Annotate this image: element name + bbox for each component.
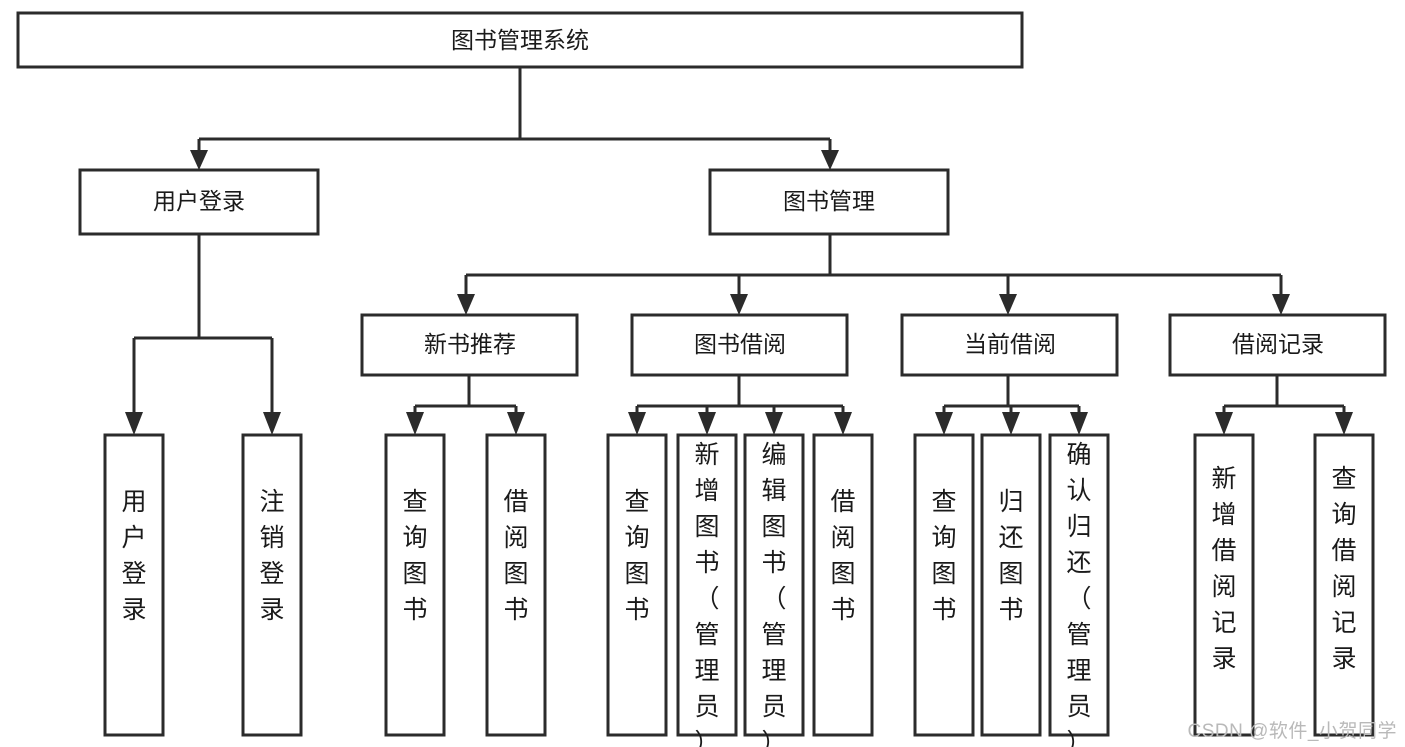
arrow-head-leaf-return-book <box>1002 412 1020 435</box>
node-leaf-query-book-1-label: 查询图书 <box>402 488 427 624</box>
node-leaf-edit-book[interactable]: 编辑图书（管理员） <box>743 433 805 747</box>
node-leaf-logout[interactable]: 注销登录 <box>241 433 303 737</box>
arrow-head-leaf-logout <box>263 412 281 435</box>
node-new-book-recommend[interactable]: 新书推荐 <box>360 313 579 377</box>
arrow-head-leaf-user-login <box>125 412 143 435</box>
node-leaf-borrow-book-2-label: 借阅图书 <box>830 488 855 624</box>
node-leaf-edit-book-box[interactable] <box>743 433 805 737</box>
node-user-login-box[interactable] <box>78 168 320 236</box>
node-borrow-record-box[interactable] <box>1168 313 1387 377</box>
node-new-book-recommend-box[interactable] <box>360 313 579 377</box>
node-leaf-confirm-return-box[interactable] <box>1048 433 1110 737</box>
node-book-management[interactable]: 图书管理 <box>708 168 950 236</box>
node-leaf-query-book-2-label: 查询图书 <box>624 488 649 624</box>
node-book-borrow-label: 图书借阅 <box>694 331 786 357</box>
node-leaf-return-book-box[interactable] <box>980 433 1042 737</box>
node-leaf-borrow-book-1-box[interactable] <box>485 433 547 737</box>
arrow-head-leaf-borrow-book-1 <box>507 412 525 435</box>
node-leaf-edit-book-label: 编辑图书（管理员） <box>761 441 786 747</box>
node-leaf-add-book-label: 新增图书（管理员） <box>694 441 719 747</box>
node-root[interactable]: 图书管理系统 <box>16 11 1024 69</box>
node-user-login-label: 用户登录 <box>153 188 245 214</box>
node-leaf-query-record-label: 查询借阅记录 <box>1331 465 1356 673</box>
csdn-watermark: CSDN @软件_小贺同学 <box>1187 721 1397 742</box>
arrow-head-book-borrow <box>730 294 748 315</box>
node-leaf-query-record[interactable]: 查询借阅记录 <box>1313 433 1375 737</box>
node-leaf-query-book-2[interactable]: 查询图书 <box>606 433 668 737</box>
arrow-head-book-management <box>821 150 839 170</box>
node-current-borrow-label: 当前借阅 <box>964 331 1056 357</box>
arrow-head-leaf-add-record <box>1215 412 1233 435</box>
node-leaf-return-book[interactable]: 归还图书 <box>980 433 1042 737</box>
node-leaf-confirm-return[interactable]: 确认归还（管理员） <box>1048 433 1110 747</box>
node-leaf-return-book-label: 归还图书 <box>998 488 1023 624</box>
arrow-head-leaf-query-book-3 <box>935 412 953 435</box>
node-book-management-label: 图书管理 <box>783 188 875 214</box>
node-leaf-add-book-box[interactable] <box>676 433 738 737</box>
node-leaf-query-book-3-label: 查询图书 <box>931 488 956 624</box>
node-leaf-borrow-book-2-box[interactable] <box>812 433 874 737</box>
node-borrow-record-label: 借阅记录 <box>1232 331 1324 357</box>
node-current-borrow-box[interactable] <box>900 313 1119 377</box>
node-leaf-add-record-label: 新增借阅记录 <box>1211 465 1236 673</box>
node-leaf-add-record-box[interactable] <box>1193 433 1255 737</box>
arrow-head-leaf-borrow-book-2 <box>834 412 852 435</box>
node-current-borrow[interactable]: 当前借阅 <box>900 313 1119 377</box>
node-leaf-logout-label: 注销登录 <box>259 488 284 624</box>
arrow-head-borrow-record <box>1272 294 1290 315</box>
arrow-head-leaf-confirm-return <box>1070 412 1088 435</box>
arrow-head-leaf-query-book-1 <box>406 412 424 435</box>
node-new-book-recommend-label: 新书推荐 <box>424 331 516 357</box>
node-leaf-confirm-return-label: 确认归还（管理员） <box>1066 441 1091 747</box>
node-leaf-query-book-1-box[interactable] <box>384 433 446 737</box>
node-leaf-borrow-book-2[interactable]: 借阅图书 <box>812 433 874 737</box>
node-leaf-user-login-label: 用户登录 <box>121 488 146 624</box>
arrow-head-leaf-query-record <box>1335 412 1353 435</box>
node-leaf-query-book-2-box[interactable] <box>606 433 668 737</box>
node-leaf-borrow-book-1-label: 借阅图书 <box>503 488 528 624</box>
node-root-label: 图书管理系统 <box>451 27 589 53</box>
node-leaf-query-record-box[interactable] <box>1313 433 1375 737</box>
node-book-borrow-box[interactable] <box>630 313 849 377</box>
node-leaf-add-record[interactable]: 新增借阅记录 <box>1193 433 1255 737</box>
node-leaf-user-login[interactable]: 用户登录 <box>103 433 165 737</box>
node-borrow-record[interactable]: 借阅记录 <box>1168 313 1387 377</box>
leaf-layer: 用户登录 注销登录 查询图书 借阅图书 查询图书 新增图书（管理员） <box>103 433 1375 747</box>
connector-layer <box>125 67 1353 435</box>
arrow-head-leaf-query-book-2 <box>628 412 646 435</box>
arrow-head-leaf-edit-book <box>765 412 783 435</box>
node-leaf-query-book-1[interactable]: 查询图书 <box>384 433 446 737</box>
node-book-management-box[interactable] <box>708 168 950 236</box>
arrow-head-current-borrow <box>999 294 1017 315</box>
node-leaf-user-login-box[interactable] <box>103 433 165 737</box>
node-leaf-add-book[interactable]: 新增图书（管理员） <box>676 433 738 747</box>
node-leaf-query-book-3-box[interactable] <box>913 433 975 737</box>
arrow-head-leaf-add-book <box>698 412 716 435</box>
arrow-head-new-book-recommend <box>457 294 475 315</box>
node-leaf-borrow-book-1[interactable]: 借阅图书 <box>485 433 547 737</box>
node-leaf-logout-box[interactable] <box>241 433 303 737</box>
node-user-login[interactable]: 用户登录 <box>78 168 320 236</box>
arrow-head-user-login <box>190 150 208 170</box>
node-book-borrow[interactable]: 图书借阅 <box>630 313 849 377</box>
node-leaf-query-book-3[interactable]: 查询图书 <box>913 433 975 737</box>
node-root-box[interactable] <box>16 11 1024 69</box>
